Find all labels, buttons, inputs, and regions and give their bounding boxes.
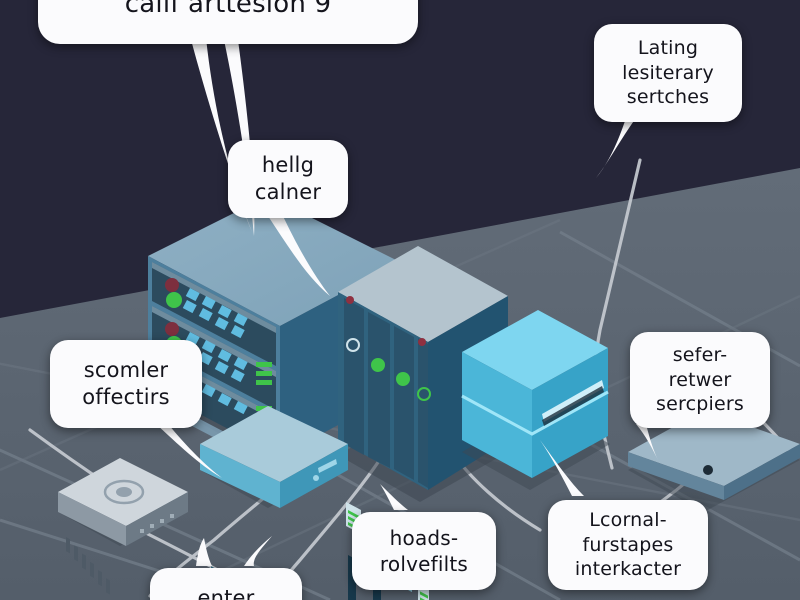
device-right-node xyxy=(628,410,800,512)
tail-enter xyxy=(196,538,212,566)
tail-top-2 xyxy=(224,40,255,236)
callout-left[interactable]: scomler offectirs xyxy=(50,340,202,428)
callout-right-text: sefer- retwer sercpiers xyxy=(656,343,744,416)
tail-right xyxy=(636,424,658,460)
callout-rack-text: hellg calner xyxy=(254,152,322,204)
callout-bottom-mid[interactable]: hoads- rolvefilts xyxy=(352,512,496,590)
callout-top[interactable]: callf arttesion 9 xyxy=(38,0,418,44)
tail-hellg xyxy=(268,214,330,296)
callout-rack[interactable]: hellg calner xyxy=(228,140,348,218)
device-appliance xyxy=(200,406,348,600)
device-small-switch xyxy=(58,458,188,595)
callout-storage[interactable]: Lcornal- furstapes interkacter xyxy=(548,500,708,590)
tail-top xyxy=(190,36,252,232)
callout-top-right-text: Lating lesiterary sertches xyxy=(622,36,714,109)
callout-bottom-left[interactable]: enter xyxy=(150,568,302,600)
callout-right[interactable]: sefer- retwer sercpiers xyxy=(630,332,770,428)
tail-enter-2 xyxy=(244,536,272,566)
callout-top-right[interactable]: Lating lesiterary sertches xyxy=(594,24,742,122)
device-storage-unit xyxy=(461,310,610,490)
tail-top-right xyxy=(596,118,636,178)
callout-left-text: scomler offectirs xyxy=(82,357,170,409)
bubble-tails xyxy=(156,36,658,566)
tail-hoads xyxy=(380,484,408,510)
callout-top-text: callf arttesion 9 xyxy=(124,0,332,20)
callout-bottom-left-text: enter xyxy=(197,586,255,600)
callout-bottom-mid-text: hoads- rolvefilts xyxy=(379,526,469,576)
tail-left xyxy=(156,424,222,478)
callout-storage-text: Lcornal- furstapes interkacter xyxy=(574,508,682,581)
